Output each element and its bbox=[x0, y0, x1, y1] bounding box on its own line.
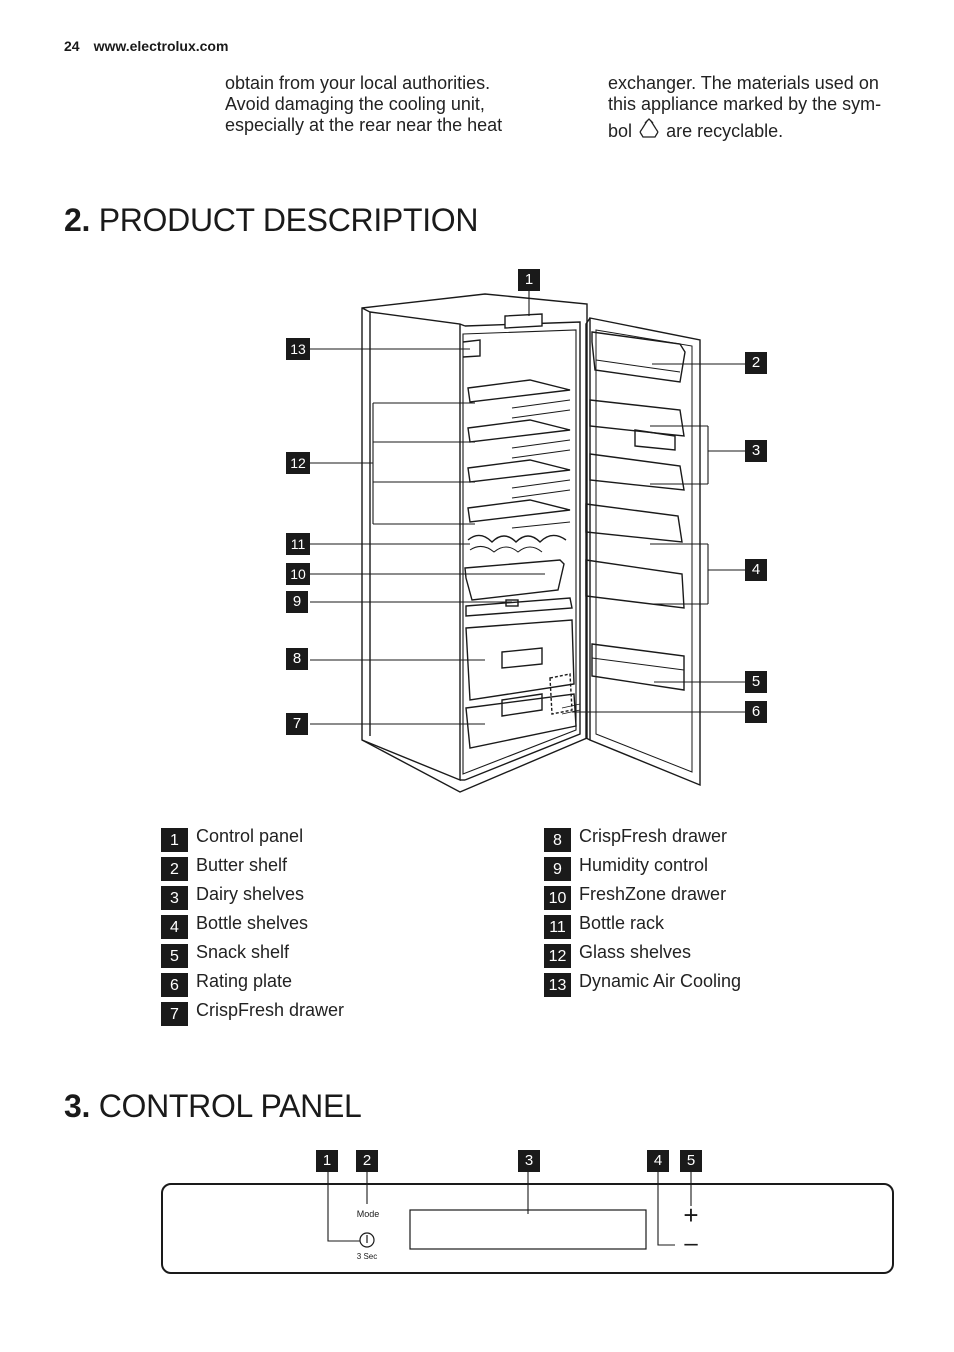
callout-13: 13 bbox=[286, 338, 310, 360]
callout-7: 7 bbox=[286, 713, 308, 735]
plus-button[interactable]: + bbox=[683, 1200, 699, 1230]
page-header: 24 www.electrolux.com bbox=[64, 38, 228, 54]
recycle-icon bbox=[639, 118, 659, 138]
callout-5: 5 bbox=[745, 671, 767, 693]
section-heading-product-description: 2. PRODUCT DESCRIPTION bbox=[64, 202, 479, 238]
panel-callout-3: 3 bbox=[518, 1150, 540, 1172]
minus-button[interactable]: – bbox=[684, 1230, 698, 1257]
intro-line: this appliance marked by the sym- bbox=[608, 94, 882, 114]
callout-6: 6 bbox=[745, 701, 767, 723]
panel-callout-4: 4 bbox=[647, 1150, 669, 1172]
intro-line: obtain from your local authorities. bbox=[225, 73, 491, 93]
panel-callout-2: 2 bbox=[356, 1150, 378, 1172]
cabinet-outline bbox=[361, 293, 588, 793]
callout-10: 10 bbox=[286, 563, 310, 585]
power-icon bbox=[359, 1232, 375, 1248]
panel-callout-5: 5 bbox=[680, 1150, 702, 1172]
callout-9: 9 bbox=[286, 591, 308, 613]
intro-column-left: obtain from your local authorities. Avoi… bbox=[225, 73, 545, 136]
callout-4: 4 bbox=[745, 559, 767, 581]
intro-column-right: exchanger. The materials used on this ap… bbox=[608, 73, 928, 142]
callout-11: 11 bbox=[286, 533, 310, 555]
intro-line: especially at the rear near the heat bbox=[225, 115, 503, 135]
callout-3: 3 bbox=[745, 440, 767, 462]
control-panel-diagram bbox=[161, 1172, 894, 1274]
panel-callout-1: 1 bbox=[316, 1150, 338, 1172]
intro-line: exchanger. The materials used on bbox=[608, 73, 879, 93]
callout-1: 1 bbox=[518, 269, 540, 291]
callout-8: 8 bbox=[286, 648, 308, 670]
callout-12: 12 bbox=[286, 452, 310, 474]
page-number: 24 bbox=[64, 38, 80, 54]
intro-line-recycle: bol are recyclable. bbox=[608, 118, 928, 142]
fridge-diagram bbox=[310, 290, 746, 793]
intro-line: Avoid damaging the cooling unit, bbox=[225, 94, 485, 114]
mode-label: Mode bbox=[356, 1209, 380, 1219]
sec-label: 3 Sec bbox=[356, 1252, 378, 1261]
section-heading-control-panel: 3. CONTROL PANEL bbox=[64, 1088, 362, 1124]
website-link[interactable]: www.electrolux.com bbox=[93, 38, 229, 54]
callout-2: 2 bbox=[745, 352, 767, 374]
